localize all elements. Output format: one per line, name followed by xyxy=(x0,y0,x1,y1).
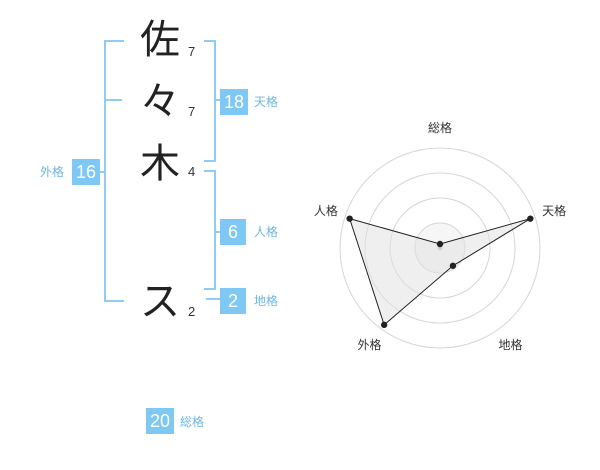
jinkaku-connector xyxy=(214,231,222,233)
jinkaku-bracket xyxy=(204,170,216,290)
chikaku-value-badge: 2 xyxy=(220,288,246,314)
stroke-count-4: 2 xyxy=(188,304,196,319)
tenkaku-bracket xyxy=(204,40,216,162)
gaikaku-mid-tick xyxy=(104,99,122,101)
radar-axis-label-3: 地格 xyxy=(499,337,523,352)
tenkaku-label: 天格 xyxy=(254,95,279,109)
soukaku-label: 総格 xyxy=(180,415,205,429)
radar-point-5 xyxy=(346,215,353,222)
soukaku-value-badge: 20 xyxy=(146,408,174,434)
radar-ring-4 xyxy=(339,147,541,349)
tenkaku-value-badge: 18 xyxy=(220,89,248,115)
tenkaku-connector xyxy=(214,99,222,101)
radar-point-3 xyxy=(449,262,457,269)
radar-axis-label-5: 人格 xyxy=(314,203,338,218)
radar-point-4 xyxy=(380,321,388,329)
name-char-2: 々 xyxy=(140,79,180,125)
radar-point-1 xyxy=(436,240,444,248)
stroke-count-3: 4 xyxy=(188,164,196,179)
radar-axis-label-2: 天格 xyxy=(542,203,566,218)
chikaku-connector xyxy=(206,298,222,300)
radar-point-2 xyxy=(527,215,534,222)
gaikaku-bracket xyxy=(104,40,124,302)
stroke-count-1: 7 xyxy=(188,44,196,59)
gaikaku-connector xyxy=(98,171,106,173)
name-char-3: 木 xyxy=(140,141,180,187)
name-char-1: 佐 xyxy=(140,17,180,63)
radar-axis-label-4: 外格 xyxy=(357,337,381,352)
chikaku-label: 地格 xyxy=(254,294,279,308)
radar-axis-label-1: 総格 xyxy=(428,120,452,135)
stroke-count-2: 7 xyxy=(188,104,196,119)
radar-data-area xyxy=(348,217,531,326)
radar-points xyxy=(346,215,534,329)
jinkaku-label: 人格 xyxy=(254,225,279,239)
name-char-4: ス xyxy=(140,279,180,325)
gaikaku-label: 外格 xyxy=(40,165,65,179)
jinkaku-value-badge: 6 xyxy=(220,219,246,245)
gaikaku-value-badge: 16 xyxy=(72,159,100,185)
